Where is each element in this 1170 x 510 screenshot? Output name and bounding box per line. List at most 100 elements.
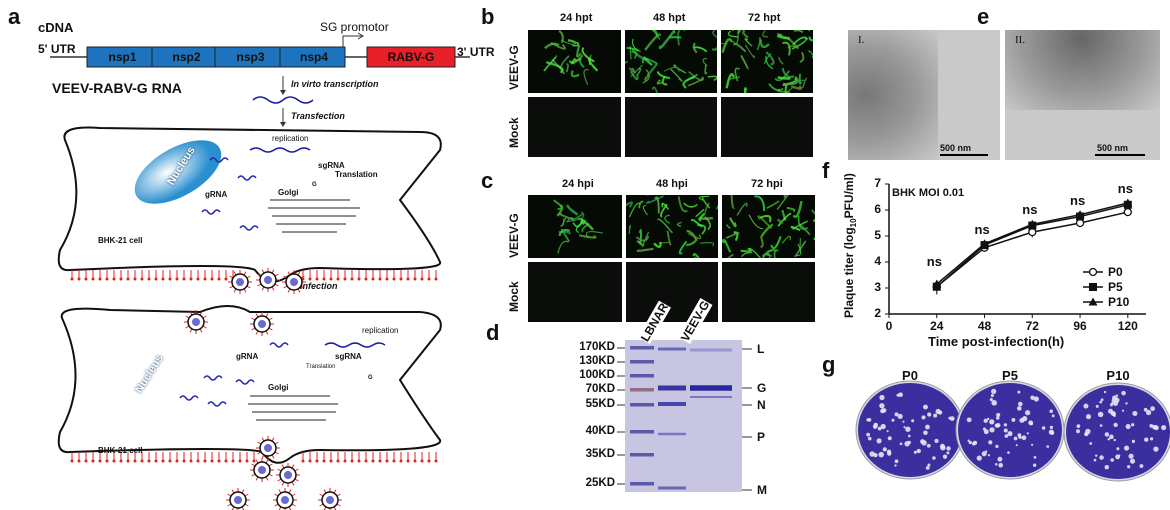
data-point xyxy=(1088,297,1098,306)
significance-label: ns xyxy=(1117,180,1133,196)
plaque xyxy=(1132,410,1138,417)
utr3-label: 3' UTR xyxy=(457,45,495,59)
virion xyxy=(282,270,306,294)
data-point xyxy=(1027,219,1037,228)
plaque xyxy=(1127,465,1131,469)
plaque xyxy=(994,463,998,466)
data-point xyxy=(1088,267,1098,277)
plaque xyxy=(996,412,1001,417)
x-tick-label: 96 xyxy=(1073,319,1087,333)
step-transcription: In virto transcription xyxy=(291,79,379,89)
plaque xyxy=(1099,424,1103,427)
band-label: L xyxy=(757,342,765,356)
plaque xyxy=(1113,422,1118,428)
cell-label-2: BHK-21 cell xyxy=(98,446,143,455)
cell-2-outline xyxy=(57,305,442,464)
plaque xyxy=(1139,464,1144,468)
plaque xyxy=(1089,442,1093,445)
gene-nsp3: nsp3 xyxy=(236,50,265,64)
y-tick-label: 3 xyxy=(874,280,881,294)
fluorescence-image xyxy=(722,195,815,258)
plaque xyxy=(1150,437,1154,441)
virion xyxy=(250,458,274,482)
significance-label: ns xyxy=(1070,192,1086,208)
plaque xyxy=(925,424,930,430)
plaque xyxy=(1103,390,1107,394)
gene-rabv-g: RABV-G xyxy=(387,50,435,64)
lbnar-band xyxy=(658,347,686,351)
virion xyxy=(250,312,274,336)
plaque xyxy=(989,419,995,425)
scale-bar-2: 500 nm xyxy=(1097,143,1129,153)
plaque xyxy=(905,426,911,432)
plaque xyxy=(1031,443,1034,446)
marker-band xyxy=(630,388,654,392)
replication-label-2: replication xyxy=(362,326,399,335)
fluorescence-image xyxy=(721,30,813,93)
veev-g-band xyxy=(690,396,732,398)
plaque xyxy=(1048,429,1054,435)
glycoprotein-spikes xyxy=(70,157,438,463)
panel-label-g: g xyxy=(822,352,836,377)
plaque xyxy=(878,451,884,458)
sgrna-label-1: sgRNA xyxy=(318,161,345,170)
plaque xyxy=(988,440,993,445)
panel-label-b: b xyxy=(481,4,495,29)
rabv-g-box xyxy=(366,46,456,68)
promoter-arrow xyxy=(342,35,362,47)
band-label: M xyxy=(757,483,767,497)
plaque xyxy=(1018,435,1022,439)
plaque xyxy=(1016,406,1022,411)
plaque xyxy=(923,430,928,436)
x-tick-label: 24 xyxy=(930,319,944,333)
plaque xyxy=(1100,398,1104,402)
marker-band xyxy=(630,346,654,350)
plaque xyxy=(1116,447,1120,451)
sgrna-label-2: sgRNA xyxy=(335,352,362,361)
plaque xyxy=(971,442,976,446)
plaque xyxy=(989,427,995,433)
gene-nsp2: nsp2 xyxy=(172,50,201,64)
cdna-label: cDNA xyxy=(38,20,74,35)
plaque xyxy=(940,443,945,449)
panel-label-c: c xyxy=(481,168,494,193)
plaque xyxy=(995,422,1001,428)
rna-title: VEEV-RABV-G RNA xyxy=(52,80,182,96)
translation-label-2: Translation xyxy=(306,364,336,370)
plaque xyxy=(1085,428,1091,435)
plaque xyxy=(1013,436,1018,441)
plaque xyxy=(935,408,941,415)
b-col-48: 48 hpt xyxy=(653,12,686,24)
step-transfection: Transfection xyxy=(291,111,345,121)
plaque xyxy=(877,426,882,431)
plaque xyxy=(1011,417,1016,422)
plaque xyxy=(996,416,1000,420)
plaque xyxy=(990,393,994,398)
plaque xyxy=(1125,402,1128,405)
c-col-24: 24 hpi xyxy=(562,178,594,190)
plaque xyxy=(1007,431,1013,437)
plaque xyxy=(1046,445,1050,448)
plaque xyxy=(1144,437,1149,442)
marker-label: 35KD xyxy=(585,448,615,460)
mock-image xyxy=(528,97,621,157)
b-col-72: 72 hpt xyxy=(748,12,781,24)
plaque xyxy=(1143,407,1148,412)
plate-label: P10 xyxy=(1106,368,1130,383)
plaque xyxy=(891,418,895,422)
lbnar-band xyxy=(658,486,686,490)
plaque xyxy=(913,450,917,454)
plaque xyxy=(1049,425,1054,430)
plaque xyxy=(1108,408,1114,414)
plaque xyxy=(894,412,899,417)
plaque xyxy=(1114,397,1120,403)
virion xyxy=(226,488,250,510)
y-tick-label: 4 xyxy=(874,254,881,268)
marker-label: 170KD xyxy=(579,341,615,353)
plaque xyxy=(879,403,885,409)
marker-label: 70KD xyxy=(585,383,615,395)
b-col-24: 24 hpt xyxy=(560,12,593,24)
plaque xyxy=(1041,426,1046,430)
